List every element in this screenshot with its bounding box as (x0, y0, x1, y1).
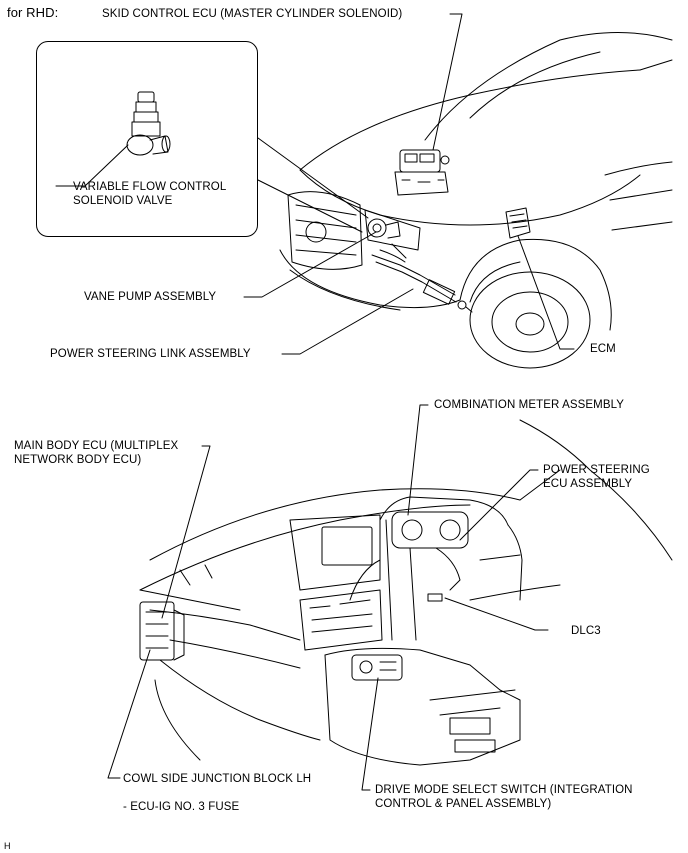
label-vane-pump-assembly: VANE PUMP ASSEMBLY (84, 291, 217, 303)
variant-label: for RHD: (7, 5, 59, 20)
label-dlc3: DLC3 (571, 625, 601, 637)
label-drive-mode-select-switch: DRIVE MODE SELECT SWITCH (INTEGRATION CO… (375, 784, 633, 810)
label-skid-control-ecu: SKID CONTROL ECU (MASTER CYLINDER SOLENO… (102, 8, 403, 20)
skid-control-ecu-illustration (394, 149, 450, 196)
leader-lines-upper (55, 13, 575, 355)
label-power-steering-link-assembly: POWER STEERING LINK ASSEMBLY (50, 348, 251, 360)
inset-callout-wedge (257, 137, 369, 233)
leader-lines-lower (107, 404, 549, 791)
solenoid-valve-illustration (126, 91, 171, 156)
inset-detail-box (36, 41, 258, 237)
label-power-steering-ecu-assembly: POWER STEERING ECU ASSEMBLY (543, 464, 650, 490)
label-combination-meter-assembly: COMBINATION METER ASSEMBLY (434, 399, 625, 411)
vehicle-front-illustration (279, 32, 673, 369)
label-cowl-side-junction-block: COWL SIDE JUNCTION BLOCK LH (123, 773, 312, 785)
ecm-illustration (505, 207, 531, 239)
label-variable-flow-control-solenoid-valve: VARIABLE FLOW CONTROL SOLENOID VALVE (73, 181, 227, 207)
figure-code: H (4, 841, 11, 851)
steering-components-illustration (367, 218, 473, 313)
label-ecm: ECM (590, 343, 616, 355)
label-main-body-ecu: MAIN BODY ECU (MULTIPLEX NETWORK BODY EC… (14, 440, 179, 466)
label-ecu-ig-fuse: - ECU-IG NO. 3 FUSE (123, 801, 240, 813)
dashboard-illustration (139, 419, 673, 766)
